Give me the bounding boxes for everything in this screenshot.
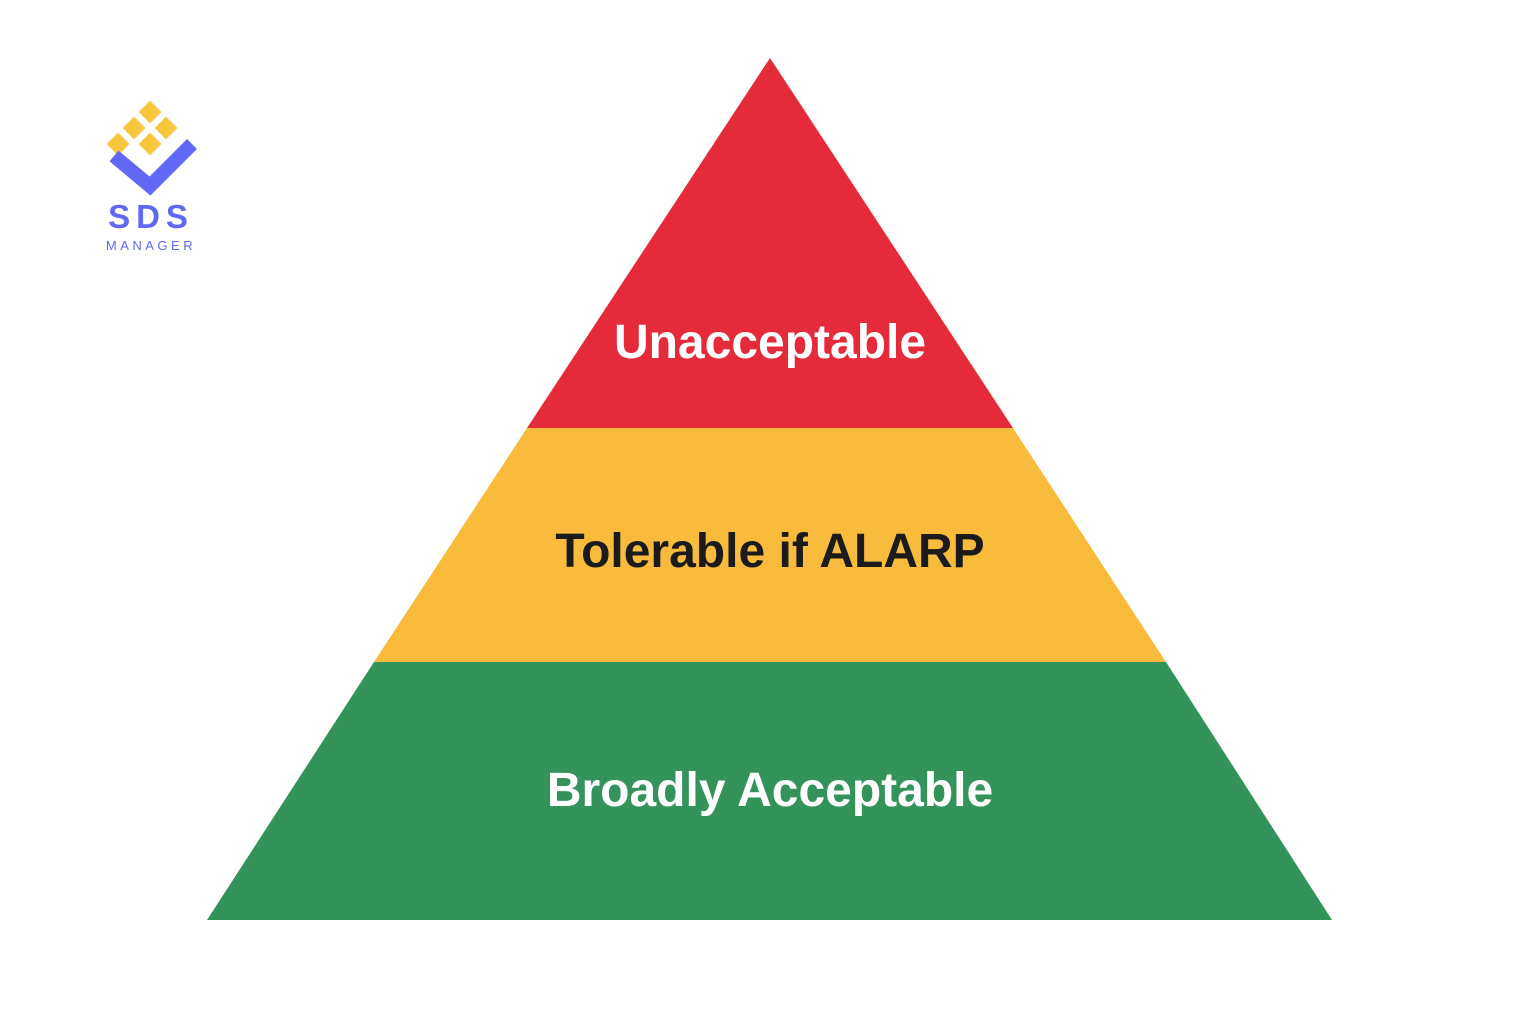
tier-broadly-acceptable-label: Broadly Acceptable — [547, 764, 993, 817]
logo-title: SDS — [108, 198, 194, 235]
tier-tolerable-label: Tolerable if ALARP — [555, 525, 984, 578]
tier-unacceptable-label: Unacceptable — [614, 316, 926, 369]
logo-mark-icon — [106, 100, 197, 196]
tier-tolerable — [374, 428, 1166, 662]
sds-manager-logo: SDS MANAGER — [96, 98, 208, 268]
tier-broadly-acceptable — [207, 662, 1332, 920]
tier-unacceptable — [527, 58, 1013, 428]
logo-check-icon — [109, 139, 197, 196]
logo-subtitle: MANAGER — [105, 238, 197, 253]
